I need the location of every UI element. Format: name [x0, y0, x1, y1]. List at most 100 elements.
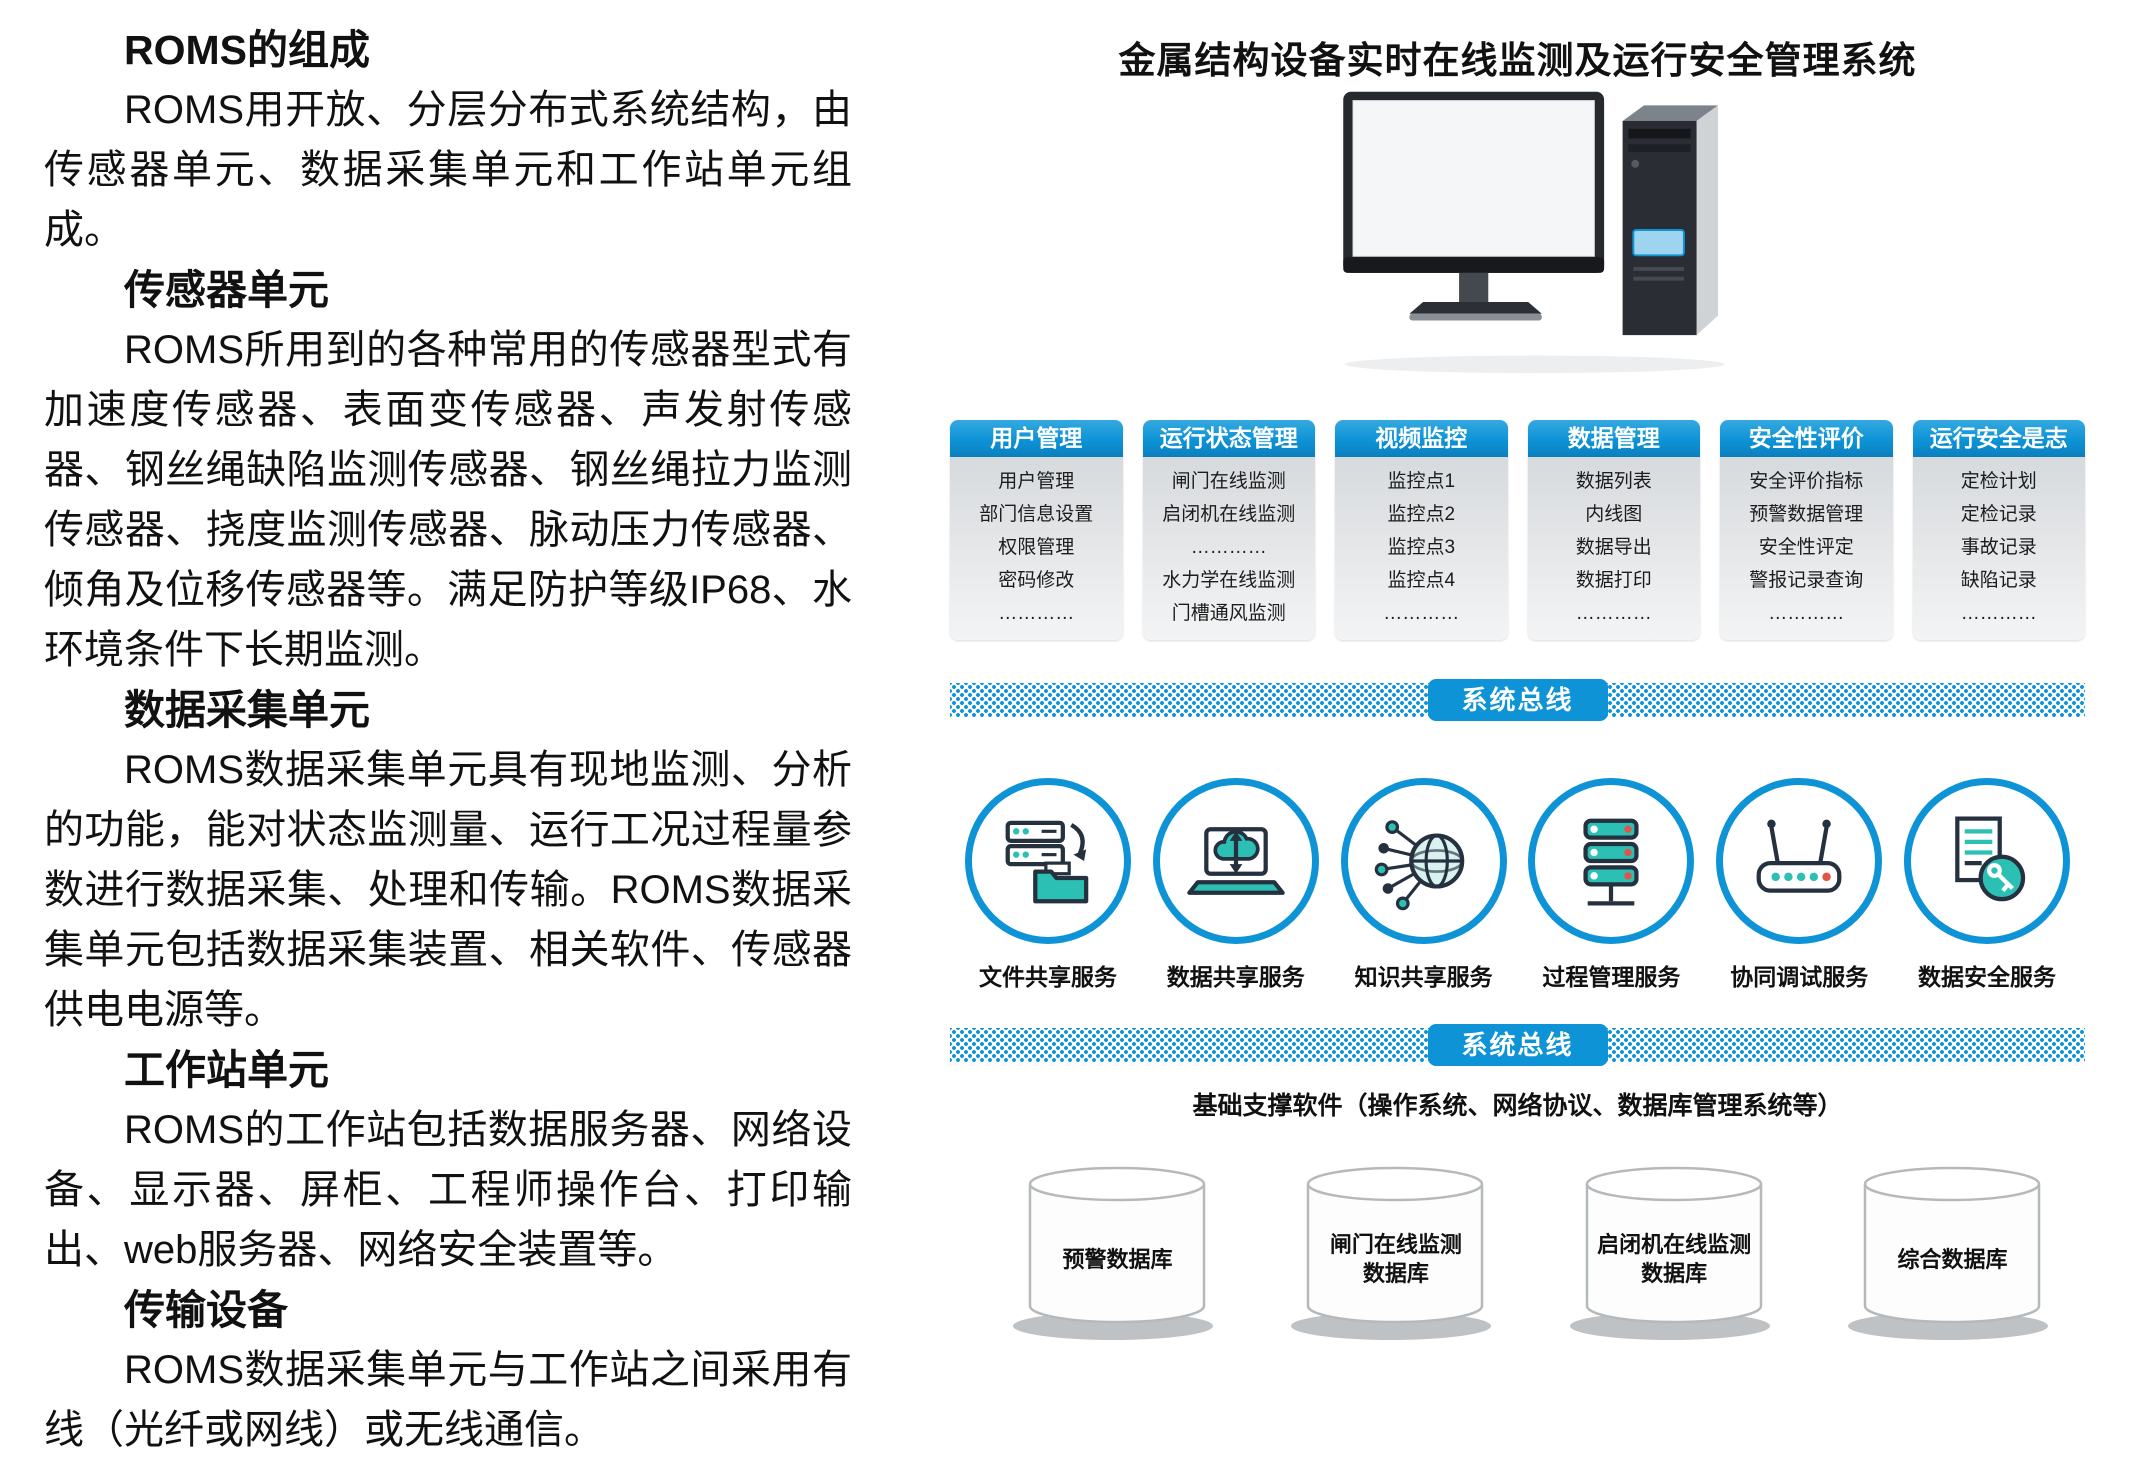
module-card-header: 数据管理: [1527, 420, 1700, 457]
service-circle: [1152, 778, 1319, 944]
module-item: 数据列表: [1575, 471, 1652, 492]
text-column: ROMS的组成 ROMS用开放、分层分布式系统结构，由传感器单元、数据采集单元和…: [44, 20, 852, 1460]
data-security-icon: [1955, 816, 2026, 902]
module-item: 安全评价指标: [1749, 471, 1864, 492]
module-card-body: 安全评价指标 预警数据管理 安全性评定 警报记录查询 …………: [1720, 457, 1893, 640]
section-heading-roms-composition: ROMS的组成: [124, 27, 370, 73]
module-item: 监控点1: [1387, 471, 1456, 492]
system-architecture-diagram: 金属结构设备实时在线监测及运行安全管理系统: [950, 0, 2085, 1437]
module-item: 部门信息设置: [979, 504, 1094, 525]
section-paragraph: ROMS数据采集单元具有现地监测、分析的功能，能对状态监测量、运行工况过程量参数…: [44, 748, 852, 1032]
database-early-warning: 预警数据库: [1010, 1158, 1225, 1348]
module-cards-row: 用户管理 用户管理 部门信息设置 权限管理 密码修改 ………… 运行状态管理 闸…: [950, 420, 2085, 640]
module-item: 事故记录: [1960, 537, 2037, 558]
module-card-body: 闸门在线监测 启闭机在线监测 ………… 水力学在线监测 门槽通风监测: [1142, 457, 1315, 640]
database-label: 闸门在线监测 数据库: [1329, 1232, 1462, 1286]
service-label: 协同调试服务: [1730, 964, 1869, 990]
service-circle: [1340, 778, 1507, 944]
module-card-body: 监控点1 监控点2 监控点3 监控点4 …………: [1335, 457, 1508, 640]
module-item: 监控点3: [1387, 537, 1456, 558]
module-card-data-management: 数据管理 数据列表 内线图 数据导出 数据打印 …………: [1527, 420, 1700, 640]
service-file-sharing: 文件共享服务: [958, 778, 1138, 992]
section-heading-data-acquisition-unit: 数据采集单元: [124, 687, 370, 733]
module-item: 警报记录查询: [1749, 570, 1864, 591]
module-item: 安全性评定: [1758, 537, 1854, 558]
system-bus-label: 系统总线: [1427, 679, 1608, 721]
diagram-title: 金属结构设备实时在线监测及运行安全管理系统: [1118, 40, 1917, 81]
module-item: 缺陷记录: [1960, 570, 2037, 591]
database-label: 启闭机在线监测 数据库: [1597, 1232, 1752, 1286]
module-item: …………: [1575, 603, 1652, 624]
module-card-header: 视频监控: [1335, 420, 1508, 457]
database-cylinder-icon: [1569, 1166, 1770, 1340]
database-cylinder-icon: [1291, 1166, 1492, 1340]
databases-row: 预警数据库 闸门在线监测 数据库: [1010, 1158, 2060, 1348]
collaborative-debug-icon: [1756, 819, 1842, 893]
module-item: 数据打印: [1575, 570, 1652, 591]
process-manage-icon: [1583, 818, 1639, 906]
module-item: 数据导出: [1575, 537, 1652, 558]
database-label: 预警数据库: [1062, 1246, 1173, 1272]
service-circle: [1903, 778, 2070, 944]
services-row: 文件共享服务 数据共享服务: [950, 778, 2085, 992]
service-circle: [1528, 778, 1695, 944]
database-label: 综合数据库: [1897, 1246, 2008, 1272]
service-knowledge-sharing: 知识共享服务: [1334, 778, 1514, 992]
module-item: 监控点2: [1387, 504, 1456, 525]
database-hoist-online-monitoring: 启闭机在线监测 数据库: [1567, 1158, 1782, 1348]
module-item: …………: [1383, 603, 1460, 624]
system-bus-label: 系统总线: [1427, 1024, 1608, 1066]
service-label: 数据安全服务: [1917, 964, 2056, 990]
service-data-security: 数据安全服务: [1897, 778, 2077, 992]
module-card-header: 运行状态管理: [1142, 420, 1315, 457]
module-item: 内线图: [1585, 504, 1643, 525]
service-data-sharing: 数据共享服务: [1146, 778, 1326, 992]
module-item: 监控点4: [1387, 570, 1456, 591]
section-heading-sensor-unit: 传感器单元: [124, 267, 329, 313]
service-circle: [965, 778, 1131, 944]
module-card-body: 定检计划 定检记录 事故记录 缺陷记录 …………: [1912, 457, 2085, 640]
module-card-safety-evaluation: 安全性评价 安全评价指标 预警数据管理 安全性评定 警报记录查询 …………: [1720, 420, 1893, 640]
module-item: 用户管理: [998, 471, 1075, 492]
module-item: 密码修改: [998, 570, 1075, 591]
module-item: …………: [1768, 603, 1845, 624]
module-card-video-monitoring: 视频监控 监控点1 监控点2 监控点3 监控点4 …………: [1335, 420, 1508, 640]
data-share-icon: [1187, 827, 1285, 895]
module-item: 闸门在线监测: [1171, 471, 1286, 492]
database-comprehensive: 综合数据库: [1845, 1158, 2060, 1348]
section-paragraph: ROMS所用到的各种常用的传感器型式有加速度传感器、表面变传感器、声发射传感器、…: [44, 328, 852, 672]
section-paragraph: ROMS用开放、分层分布式系统结构，由传感器单元、数据采集单元和工作站单元组成。: [44, 88, 852, 252]
module-item: 门槽通风监测: [1171, 603, 1286, 624]
module-item: 权限管理: [998, 537, 1075, 558]
module-card-user-management: 用户管理 用户管理 部门信息设置 权限管理 密码修改 …………: [950, 420, 1123, 640]
section-heading-transmission-equipment: 传输设备: [124, 1287, 288, 1333]
module-item: 预警数据管理: [1749, 504, 1864, 525]
computer-icon: [1343, 91, 1725, 374]
module-item: …………: [1190, 537, 1267, 558]
system-bus-band: 系统总线: [950, 1024, 2085, 1066]
system-bus-band: 系统总线: [950, 679, 2085, 721]
database-cylinder-icon: [1013, 1166, 1213, 1340]
database-cylinder-icon: [1847, 1166, 2048, 1340]
module-card-body: 用户管理 部门信息设置 权限管理 密码修改 …………: [950, 457, 1123, 640]
section-paragraph: ROMS的工作站包括数据服务器、网络设备、显示器、屏柜、工程师操作台、打印输出、…: [44, 1108, 852, 1272]
module-card-operation-safety-log: 运行安全是志 定检计划 定检记录 事故记录 缺陷记录 …………: [1912, 420, 2085, 640]
service-process-management: 过程管理服务: [1521, 778, 1701, 992]
module-card-header: 用户管理: [950, 420, 1123, 457]
base-software-note: 基础支撑软件（操作系统、网络协议、数据库管理系统等）: [1192, 1092, 1843, 1120]
knowledge-share-icon: [1374, 820, 1464, 911]
module-item: 定检记录: [1960, 504, 2037, 525]
module-item: 启闭机在线监测: [1162, 504, 1296, 525]
module-card-header: 运行安全是志: [1912, 420, 2085, 457]
module-item: 定检计划: [1960, 471, 2037, 492]
module-card-body: 数据列表 内线图 数据导出 数据打印 …………: [1527, 457, 1700, 640]
module-item: …………: [998, 603, 1075, 624]
service-label: 过程管理服务: [1542, 964, 1681, 990]
module-item: 水力学在线监测: [1162, 570, 1296, 591]
module-card-operation-status: 运行状态管理 闸门在线监测 启闭机在线监测 ………… 水力学在线监测 门槽通风监…: [1142, 420, 1315, 640]
module-card-header: 安全性评价: [1720, 420, 1893, 457]
section-heading-workstation-unit: 工作站单元: [124, 1047, 329, 1093]
desktop-computer-illustration: [1320, 84, 1750, 376]
service-label: 文件共享服务: [979, 964, 1117, 990]
